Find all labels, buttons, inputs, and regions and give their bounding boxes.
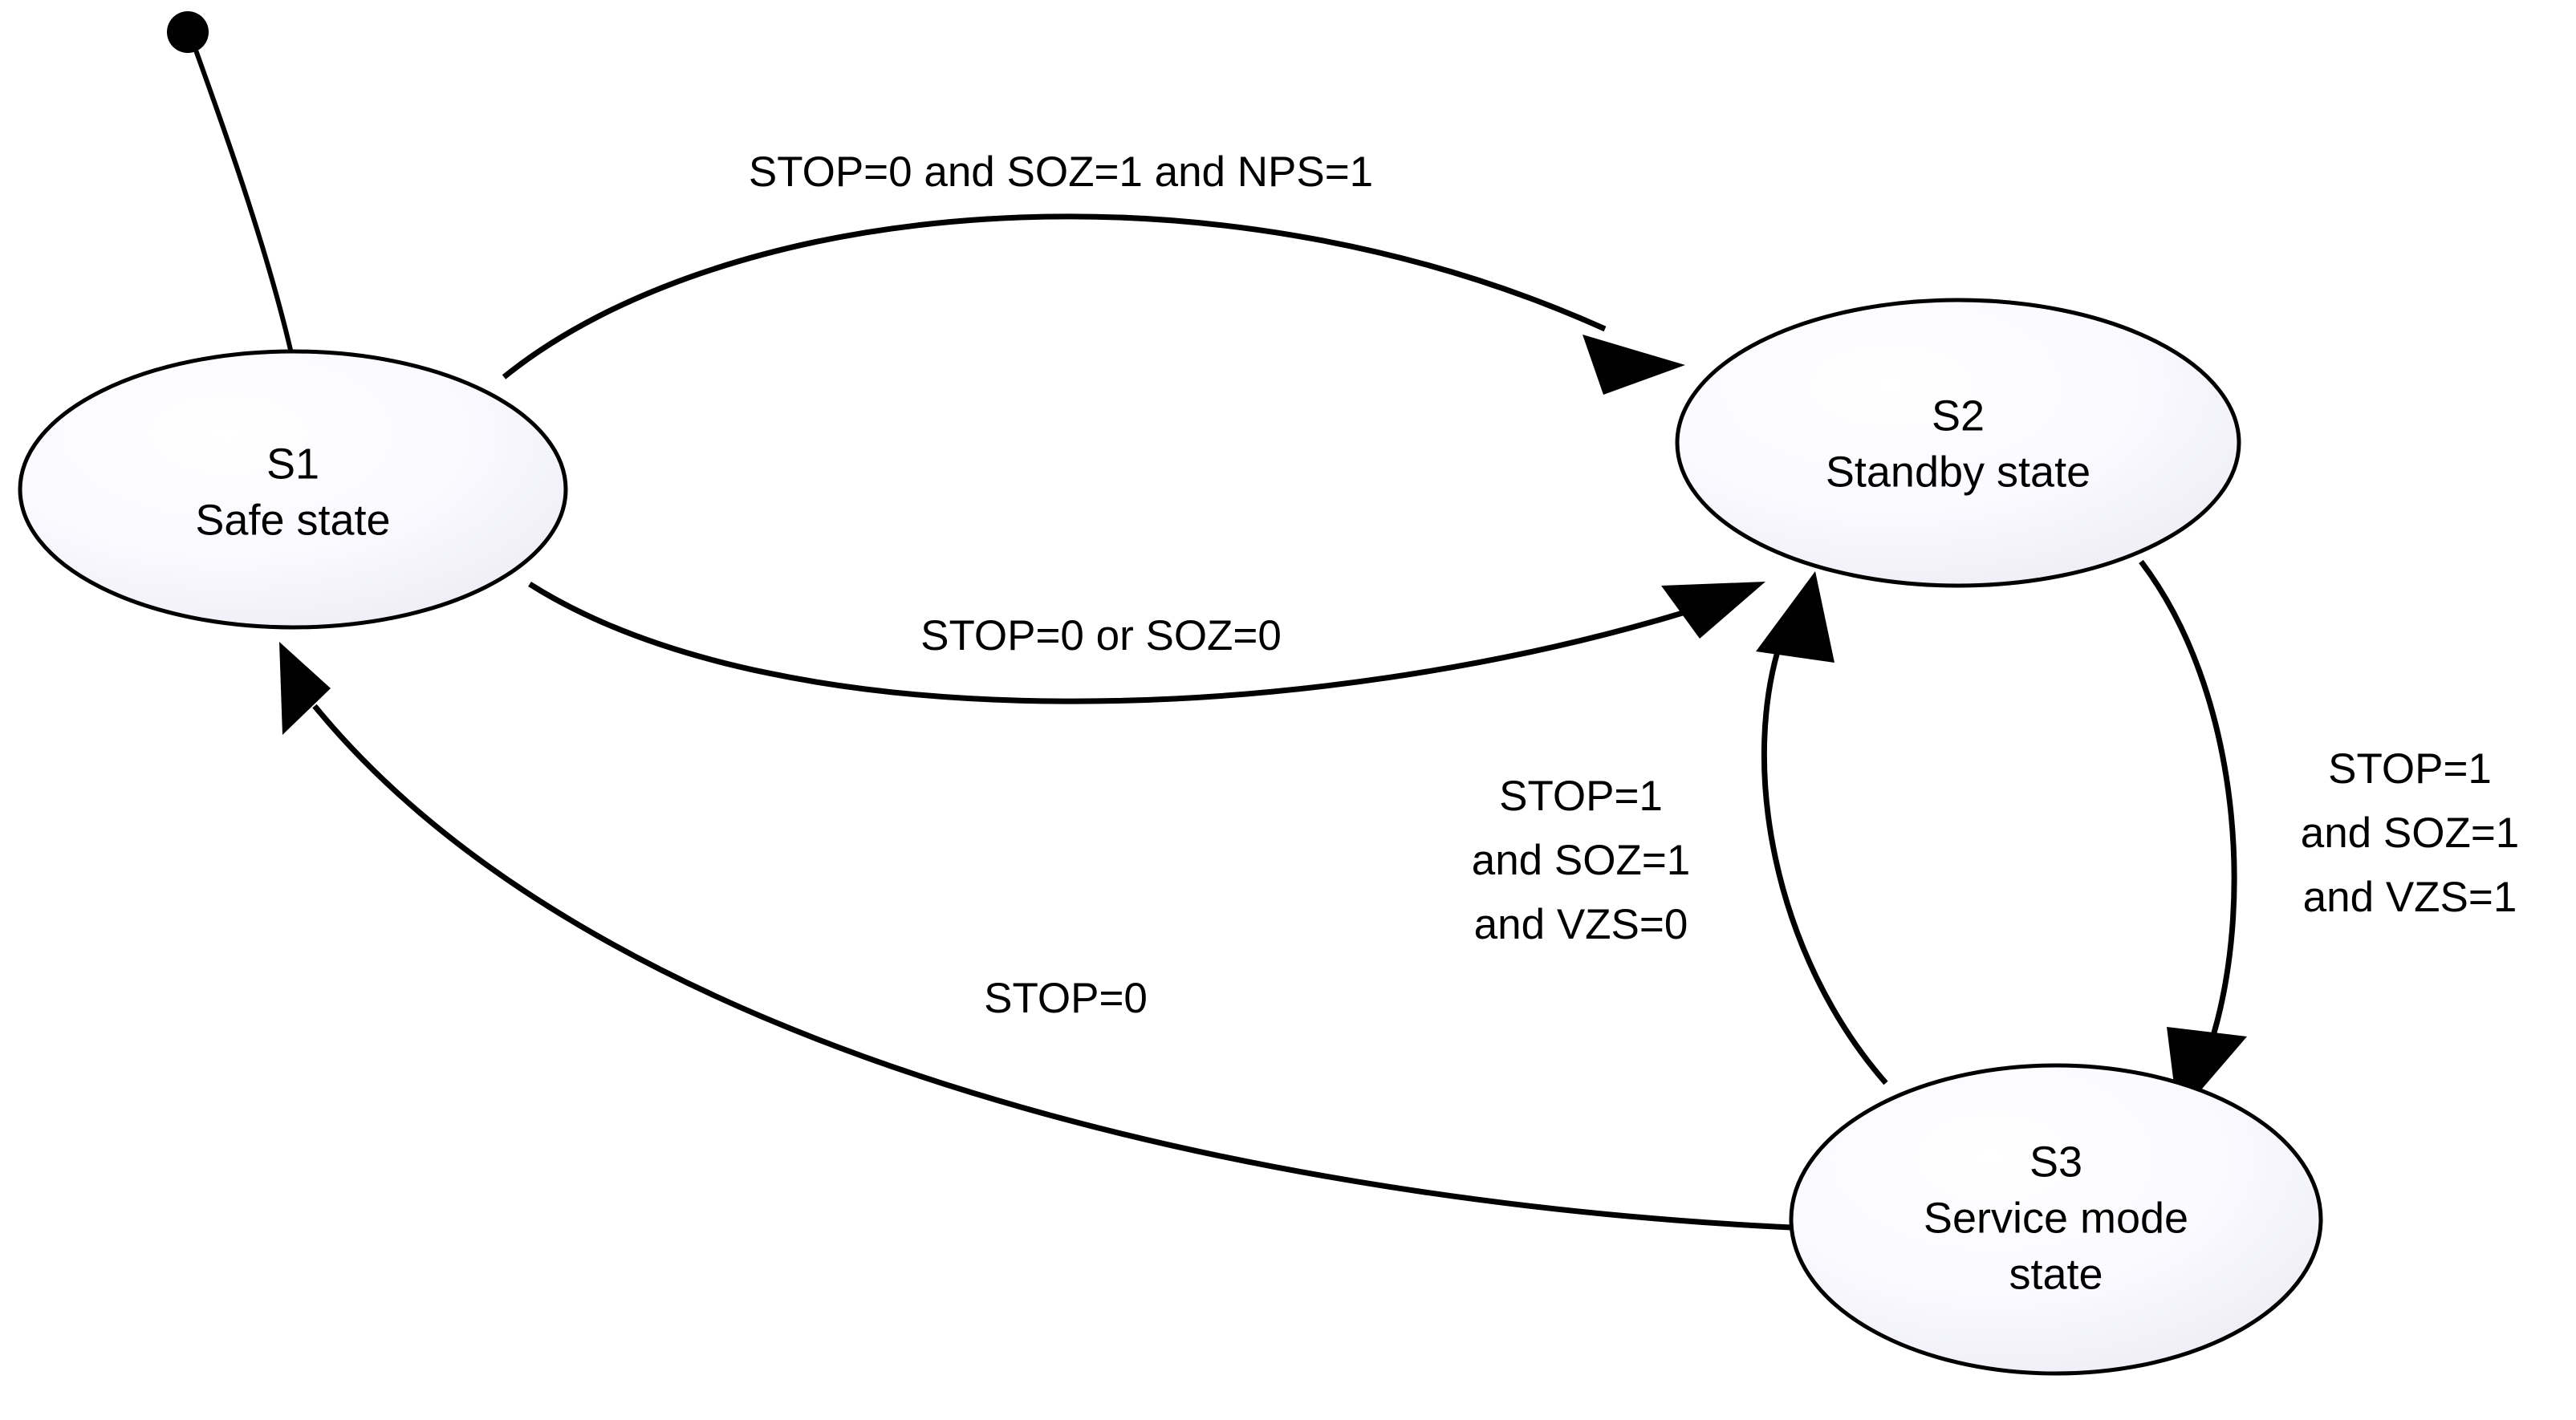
transition-s3-to-s2[interactable] [1756,571,1888,1085]
edge-label-t2-line1: STOP=0 or SOZ=0 [920,612,1282,659]
edge-label-t3-line3: and VZS=0 [1474,901,1688,948]
transition-s2-to-s3[interactable] [2139,559,2247,1117]
edge-label-t3-line1: STOP=1 [1499,773,1663,820]
state-label-s1-desc: Safe state [195,496,390,544]
state-node-s2[interactable]: S2 Standby state [1675,298,2241,588]
transition-s3-to-s1[interactable] [279,642,1792,1231]
edge-label-t5-line1: STOP=0 [984,975,1148,1022]
edge-label-t2: STOP=0 or SOZ=0 [920,612,1282,659]
edge-label-t4-line3: and VZS=1 [2303,874,2517,921]
edge-path-initial [189,34,293,352]
edge-label-t3: STOP=1 and SOZ=1 and VZS=0 [1472,773,1691,948]
initial-state-dot [167,11,209,53]
arrowhead-t2 [1661,582,1765,639]
arrowhead-t3 [1756,571,1834,663]
edge-label-t4: STOP=1 and SOZ=1 and VZS=1 [2301,745,2520,921]
state-label-s2-name: S2 [1932,392,1985,440]
edge-path-t4 [2139,559,2237,1053]
edge-path-t1 [502,213,1607,379]
state-label-s2-desc: Standby state [1826,448,2090,496]
state-ellipse-s3 [1789,1063,2323,1376]
transition-initial-to-s1[interactable] [167,11,293,352]
edge-label-t4-line2: and SOZ=1 [2301,809,2520,857]
state-node-s1[interactable]: S1 Safe state [18,349,568,630]
edge-label-t1-line1: STOP=0 and SOZ=1 and NPS=1 [749,148,1373,196]
arrowhead-t5 [279,642,331,735]
edge-path-t5 [312,704,1792,1231]
edge-label-t5: STOP=0 [984,975,1148,1022]
state-label-s3-desc2: state [2009,1250,2103,1298]
state-label-s3-desc1: Service mode [1924,1194,2188,1242]
transition-s1-to-s2-upper[interactable] [502,213,1685,395]
edge-path-t2 [528,582,1695,704]
edge-label-t1: STOP=0 and SOZ=1 and NPS=1 [749,148,1373,196]
state-label-s3-name: S3 [2030,1138,2082,1186]
state-node-s3[interactable]: S3 Service mode state [1789,1063,2323,1376]
edge-path-t3 [1761,632,1888,1085]
state-ellipse-s1 [18,349,568,630]
transition-s1-to-s2-lower[interactable] [528,582,1765,704]
state-ellipse-s2 [1675,298,2241,588]
arrowhead-t1 [1583,335,1685,395]
edge-label-t4-line1: STOP=1 [2328,745,2492,793]
state-label-s1-name: S1 [266,440,319,488]
edge-label-t3-line2: and SOZ=1 [1472,837,1691,884]
